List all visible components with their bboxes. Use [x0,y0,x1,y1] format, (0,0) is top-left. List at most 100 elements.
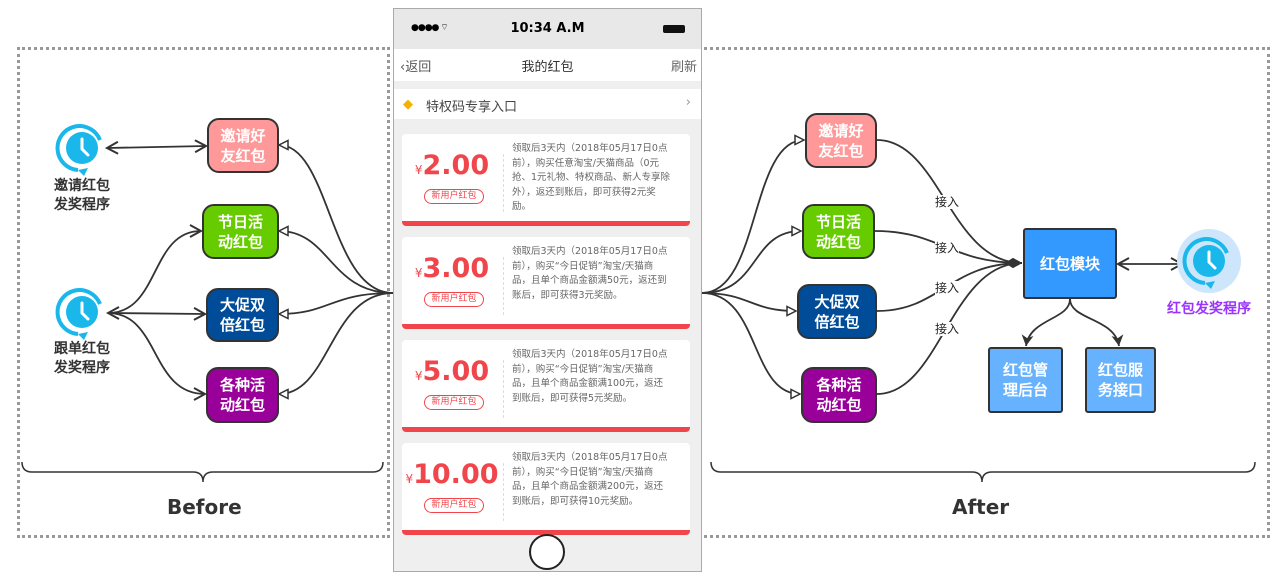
status-time: 10:34 A.M [510,21,585,36]
privilege-label: 特权码专享入口 [426,100,518,115]
zigzag-edge [402,321,690,329]
coupon-tag: 新用户红包 [424,189,484,204]
edge-phone-to-misc-after [701,292,802,400]
coupon-amount: ¥3.00 [402,253,502,284]
back-button[interactable]: ‹返回 [400,60,432,75]
coupon-amount: ¥10.00 [402,459,502,490]
edge-label-access: 接入 [935,322,960,336]
coupon-description: 领取后3天内（2018年05月17日0点前），购买任意淘宝/天猫商品（0元抢、1… [512,143,671,212]
node-line: 动红包 [217,232,263,251]
misc-redpacket-before: 各种活动红包 [206,367,279,423]
node-line: 邀请好 [220,126,266,145]
label-line: 发奖程序 [54,360,110,376]
currency-symbol: ¥ [414,163,423,177]
misc-redpacket-after: 各种活动红包 [801,367,877,423]
zigzag-edge [402,218,690,226]
phone-mockup: ●●●● ⌔ 10:34 A.M ‹返回 我的红包 刷新 ◆ 特权码专享入口 ›… [393,8,702,572]
nav-bar: ‹返回 我的红包 刷新 [394,49,701,81]
coupon-card[interactable]: ¥2.00 新用户红包 领取后3天内（2018年05月17日0点前），购买任意淘宝/… [402,134,690,226]
order-program-label: 跟单红包发奖程序 [42,340,122,378]
clock-icon [55,288,102,340]
divider [503,257,504,315]
divider [503,154,504,212]
redpacket-module: 红包模块 [1023,228,1117,299]
coupon-description: 领取后3天内（2018年05月17日0点前），购买“今日促销”淘宝/天猫商品，且… [512,349,668,404]
currency-symbol: ¥ [405,472,414,486]
zigzag-edge [402,424,690,432]
divider [503,360,504,418]
privilege-entry[interactable]: ◆ 特权码专享入口 › [394,89,701,119]
coupon-card[interactable]: ¥5.00 新用户红包 领取后3天内（2018年05月17日0点前），购买“今日促销… [402,340,690,432]
festival-redpacket-after: 节日活动红包 [802,204,875,259]
coupon-amount: ¥2.00 [402,150,502,181]
node-line: 友红包 [818,141,864,160]
edge-order-program-festival [108,231,201,313]
currency-symbol: ¥ [414,266,423,280]
amount-value: 5.00 [422,356,490,387]
festival-redpacket-before: 节日活动红包 [202,204,279,259]
battery-icon [663,25,685,33]
node-line: 动红包 [219,396,265,414]
coupon-description: 领取后3天内（2018年05月17日0点前），购买“今日促销”淘宝/天猫商品，且… [512,246,668,301]
node-line: 动红包 [815,232,861,251]
edge-label-access: 接入 [935,281,960,295]
node-line: 各种活 [816,376,862,394]
before-brace [21,461,384,483]
node-line: 节日活 [217,212,263,231]
node-line: 大促双 [219,296,265,314]
coupon-tag: 新用户红包 [424,395,484,410]
node-line: 各种活 [219,376,265,394]
amount-value: 3.00 [422,253,490,284]
edge-module-to-admin [1021,298,1071,347]
home-button[interactable] [529,534,565,570]
edge-phone-to-invite-after [701,134,806,294]
redpacket-program-label: 红包发奖程序 [1167,301,1251,317]
invite-redpacket-after: 邀请好友红包 [805,113,877,168]
promo-redpacket-before: 大促双倍红包 [206,288,279,342]
back-label: 返回 [405,60,432,75]
redpacket-admin: 红包管理后台 [988,347,1063,413]
after-title: After [952,495,1010,519]
edge-label-access: 接入 [935,241,960,255]
node-line: 动红包 [816,396,862,414]
coupon-description: 领取后3天内（2018年05月17日0点前），购买“今日促销”淘宝/天猫商品，且… [512,452,668,507]
coupon-amount: ¥5.00 [402,356,502,387]
edge-phone-to-promo-after [701,292,798,317]
chevron-right-icon: › [685,95,691,110]
edge-label-access: 接入 [935,195,960,209]
edge-order-program-promo [107,313,205,314]
refresh-button[interactable]: 刷新 [670,60,697,75]
divider [503,463,504,521]
edge-invite-program [107,146,206,148]
status-bar: ●●●● ⌔ 10:34 A.M [394,9,701,49]
redpacket-service-api: 红包服务接口 [1085,347,1156,413]
amount-value: 10.00 [413,459,499,490]
edge-phone-to-invite-before [277,139,394,294]
signal-icon: ●●●● ⌔ [411,23,449,33]
edge-module-to-api [1069,298,1124,347]
currency-symbol: ¥ [414,369,423,383]
label-line: 邀请红包 [54,178,110,194]
node-line: 红包服 [1097,361,1143,379]
promo-redpacket-after: 大促双倍红包 [797,284,877,339]
before-title: Before [167,495,242,519]
edge-phone-to-festival-after [701,225,803,294]
node-line: 红包管 [1002,361,1048,379]
invite-program-label: 邀请红包发奖程序 [42,177,122,215]
clock-icon [1177,229,1241,293]
amount-value: 2.00 [422,150,490,181]
edge-phone-to-festival-before [277,225,394,294]
after-brace [710,461,1256,483]
node-line: 倍红包 [814,312,860,331]
node-line: 大促双 [814,292,860,311]
node-line: 节日活 [815,212,861,231]
clock-icon [55,124,102,176]
edge-phone-to-misc-before [277,292,394,400]
zigzag-edge [402,527,690,535]
node-line: 友红包 [220,146,266,165]
invite-redpacket-before: 邀请好友红包 [207,118,279,173]
